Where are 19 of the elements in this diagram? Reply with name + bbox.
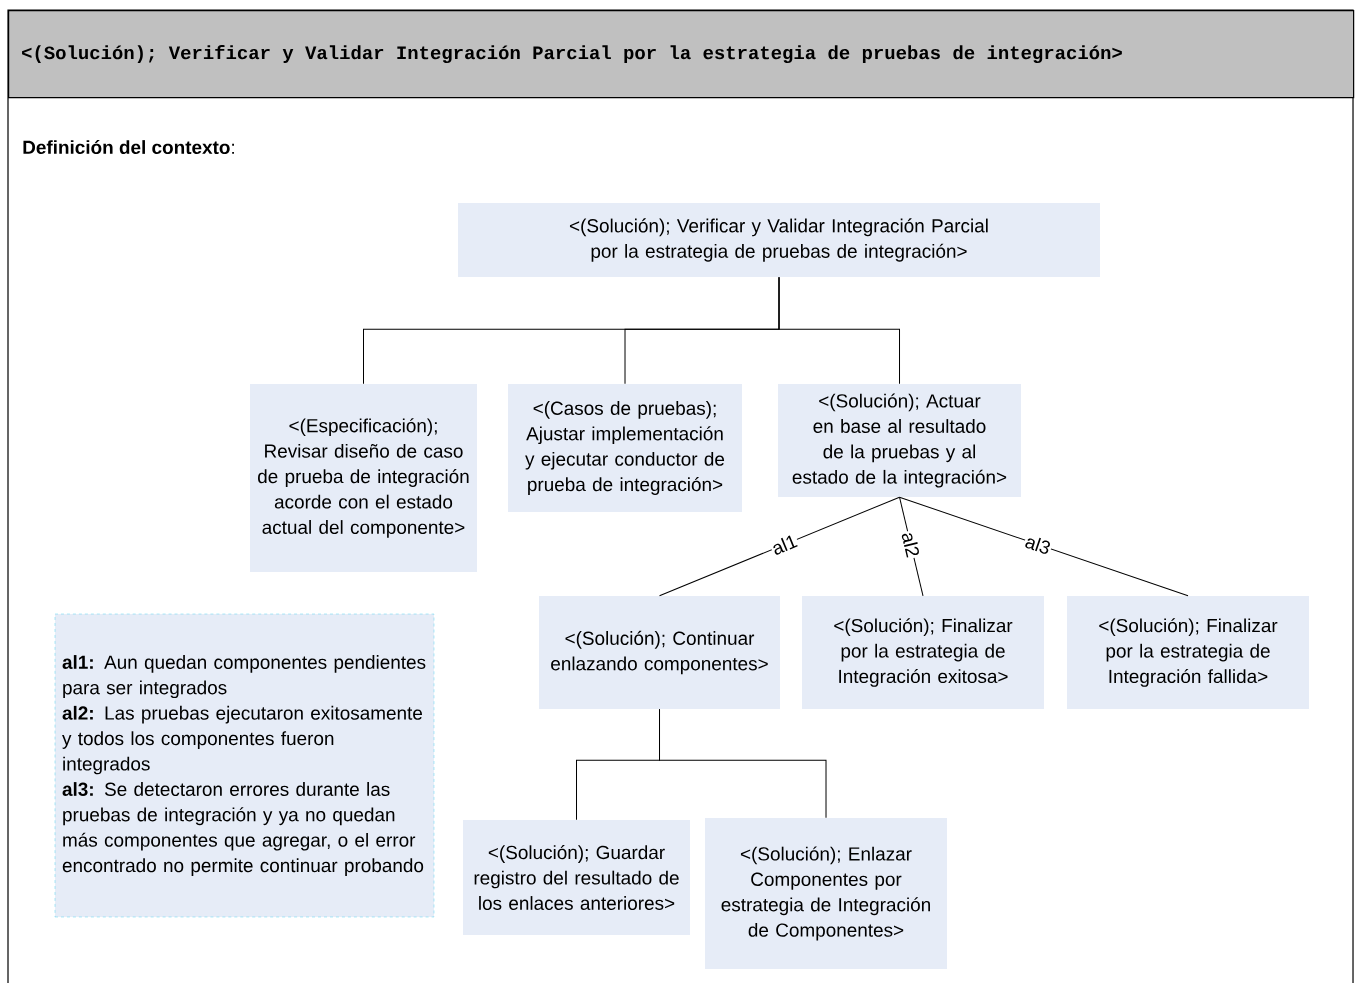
edge-label: al3	[1025, 537, 1050, 554]
process-box: <(Solución); Actuar en base al resultado de la pruebas y al estado de la integración>	[778, 384, 1021, 497]
process-box: <(Solución); Finalizar por la estrategia de Integración exitosa>	[802, 596, 1044, 709]
process-box: <(Solución); Guardar registro del resultado de los enlaces anteriores>	[463, 820, 690, 935]
process-box: <(Especificación); Revisar diseño de caso de prueba de integración acorde con el estado actual del componente>	[250, 384, 477, 572]
edge-label: al2	[901, 533, 919, 558]
process-box: <(Solución); Enlazar Componentes por estrategia de Integración de Componentes>	[705, 818, 947, 969]
process-box: <(Solución); Verificar y Validar Integración Parcial por la estrategia de pruebas de integración>	[458, 203, 1100, 277]
section-heading: Definición del contexto:	[23, 140, 234, 155]
connector-line	[659, 708, 827, 819]
connector-line	[778, 276, 900, 385]
edge-label: al1	[773, 535, 798, 555]
connector-line	[899, 496, 1189, 597]
note-box: al1: Aun quedan componentes pendientes para ser integrados al2: Las pruebas ejecutaron exitosamente y todos los componentes fueron integrados al3: Se detectaron errores durante las pruebas de integración y ya no quedan más componentes que agregar, o el error encontrado no permite continuar probando	[54, 613, 435, 918]
connector-line	[659, 496, 900, 597]
process-box: <(Solución); Finalizar por la estrategia de Integración fallida>	[1067, 596, 1309, 709]
process-box: <(Solución); Continuar enlazando componentes>	[539, 596, 780, 709]
header-bar: <(Solución); Verificar y Validar Integración Parcial por la estrategia de pruebas de integración>	[8, 10, 1355, 99]
process-box: <(Casos de pruebas); Ajustar implementación y ejecutar conductor de prueba de integración>	[508, 384, 742, 512]
